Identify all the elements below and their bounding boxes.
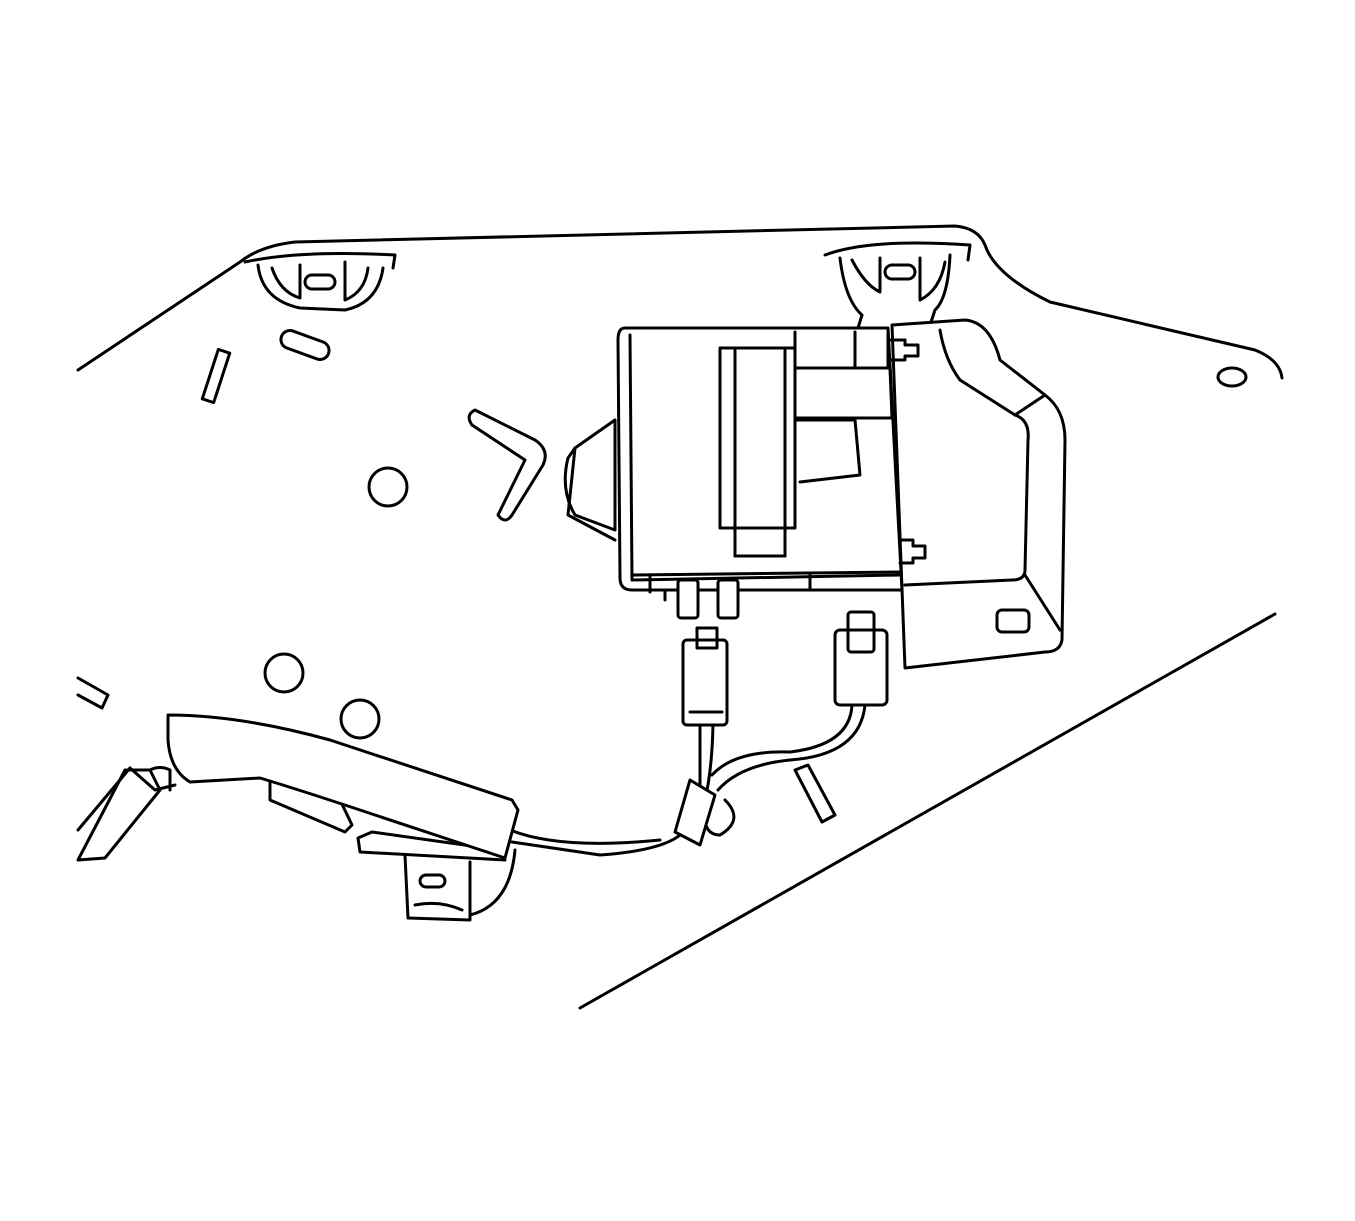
slot-feature	[76, 676, 110, 710]
panel-outline	[76, 224, 1284, 380]
hole	[339, 698, 381, 740]
bent-rod-feature	[467, 408, 547, 522]
slot-feature	[200, 347, 232, 405]
retainer-clip-top-right	[823, 241, 972, 330]
panel-lower-edge	[578, 612, 1277, 1010]
slot-feature	[279, 329, 331, 361]
connector-left	[681, 626, 729, 727]
control-module	[563, 326, 927, 620]
mounting-bracket	[890, 318, 1067, 670]
hole	[367, 466, 409, 508]
wiring-harness-sleeve	[76, 713, 520, 922]
hole	[1216, 366, 1248, 388]
wiring	[508, 703, 867, 857]
connector-right	[833, 610, 889, 707]
hole	[263, 652, 305, 694]
retainer-clip-top-left	[243, 252, 397, 312]
